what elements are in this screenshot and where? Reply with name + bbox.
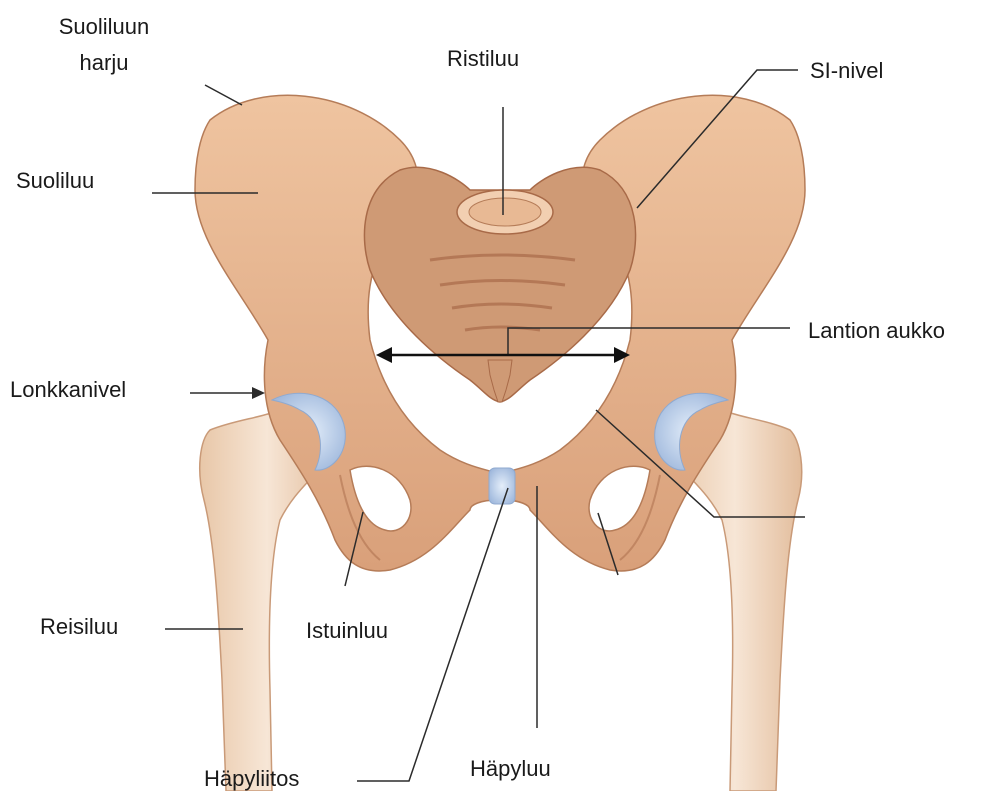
label-hip-joint: Lonkkanivel [10,377,126,403]
label-iliac-crest: Suoliluun harju [24,14,184,77]
label-pelvic-inlet: Lantion aukko [808,318,945,344]
sacrum [364,167,635,402]
label-sacrum: Ristiluu [447,46,519,72]
label-pubis: Häpyluu [470,756,551,782]
label-ischium: Istuinluu [306,618,388,644]
pubic-symphysis-cartilage [489,468,515,504]
label-si-joint: SI-nivel [810,58,883,84]
iliac-crest-pointer [205,85,242,105]
hip-joint-arrowhead [252,387,265,399]
label-iliac-crest-line2: harju [24,50,184,76]
label-ilium: Suoliluu [16,168,94,194]
label-femur: Reisiluu [40,614,118,640]
label-pubic-symphysis: Häpyliitos [204,766,299,792]
label-iliac-crest-line1: Suoliluun [24,14,184,40]
